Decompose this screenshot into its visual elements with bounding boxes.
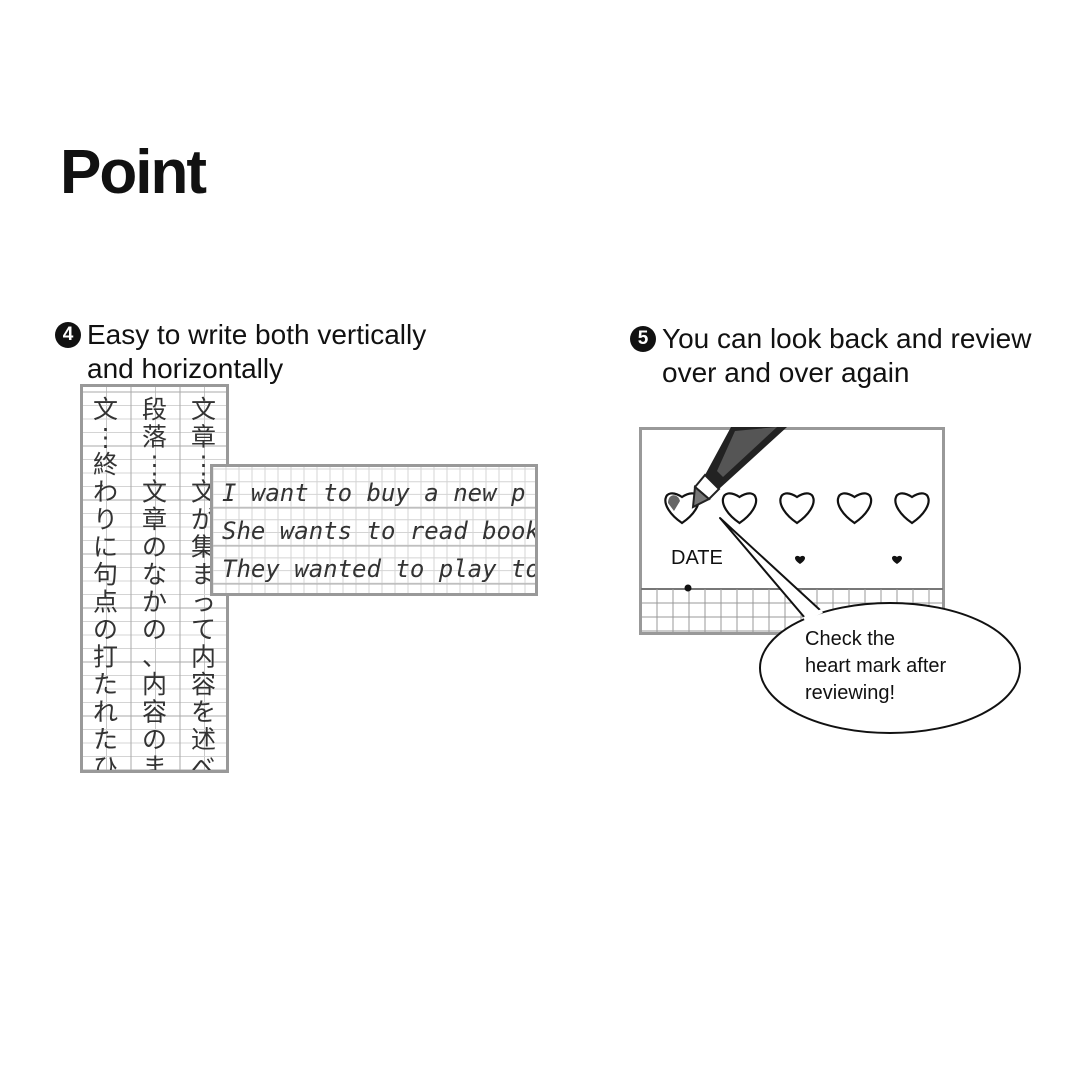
page-title: Point <box>60 138 207 207</box>
review-hearts <box>664 492 930 525</box>
vertical-char: れ <box>93 698 118 727</box>
point-4-text-line: Easy to write both vertically <box>87 319 427 350</box>
vertical-char: ⋮ <box>142 450 167 479</box>
vertical-char: て <box>191 615 216 644</box>
bubble-line: Check the <box>805 628 896 650</box>
heart-icon[interactable] <box>894 492 930 525</box>
vertical-char: た <box>93 725 118 754</box>
vertical-char: 文 <box>142 478 167 507</box>
bubble-line: heart mark after <box>805 655 947 677</box>
vertical-char: を <box>191 698 216 727</box>
date-label: DATE <box>671 547 723 569</box>
horizontal-writing-sample: I want to buy a new p She wants to read … <box>210 464 538 596</box>
point-4-heading: 4 Easy to write both vertically and hori… <box>55 318 475 386</box>
vertical-char: な <box>142 560 167 589</box>
speech-bubble <box>700 498 1030 738</box>
vertical-char: 文 <box>93 395 118 424</box>
small-heart-icon <box>892 555 902 564</box>
vertical-grid-svg: 文⋮終わりに句点の打たれたひ段落⋮文章のなかの、内容のま文章⋮文が集まって内容を… <box>80 384 230 774</box>
vertical-char: 終 <box>93 450 118 479</box>
vertical-char: 点 <box>93 588 118 617</box>
vertical-writing-sample: 文⋮終わりに句点の打たれたひ段落⋮文章のなかの、内容のま文章⋮文が集まって内容を… <box>80 384 230 774</box>
vertical-char: 句 <box>93 560 118 589</box>
point-4-text: Easy to write both vertically and horizo… <box>87 318 426 386</box>
vertical-char: の <box>142 725 167 754</box>
vertical-char: ⋮ <box>93 423 118 452</box>
horizontal-grid-lines <box>213 467 535 593</box>
vertical-char: 文 <box>191 395 216 424</box>
vertical-char: ま <box>142 753 167 775</box>
vertical-char: の <box>142 533 167 562</box>
vertical-char: 章 <box>142 505 167 534</box>
vertical-char: 容 <box>142 698 167 727</box>
vertical-char: 打 <box>93 643 118 672</box>
vertical-char: べ <box>191 753 216 775</box>
vertical-text: 文⋮終わりに句点の打たれたひ段落⋮文章のなかの、内容のま文章⋮文が集まって内容を… <box>93 395 216 775</box>
point-5-text-line: You can look back and review <box>662 323 1032 354</box>
vertical-char: 述 <box>191 725 216 754</box>
vertical-char: 、 <box>142 643 167 672</box>
point-5-heading: 5 You can look back and review over and … <box>630 322 1070 390</box>
heart-check-fill <box>668 495 680 511</box>
horizontal-grid-svg: I want to buy a new p She wants to read … <box>210 464 538 596</box>
point-5-number-badge: 5 <box>630 326 656 352</box>
horizontal-line-1: I want to buy a new p <box>222 479 525 507</box>
speech-bubble-text: Check the heart mark after reviewing! <box>805 626 995 707</box>
vertical-char: 落 <box>142 423 167 452</box>
dot-marker <box>684 584 692 592</box>
point-5-text: You can look back and review over and ov… <box>662 322 1031 390</box>
vertical-char: の <box>142 615 167 644</box>
speech-bubble-svg <box>719 517 1021 734</box>
horizontal-line-2: She wants to read books. <box>222 517 538 545</box>
heart-icon[interactable] <box>779 492 815 525</box>
vertical-char: り <box>93 505 118 534</box>
vertical-char: ひ <box>93 753 118 775</box>
vertical-char: か <box>142 588 167 617</box>
vertical-char: に <box>93 533 118 562</box>
heart-icon[interactable] <box>836 492 873 525</box>
vertical-char: わ <box>93 478 118 507</box>
vertical-char: た <box>93 670 118 699</box>
point-5-text-line: over and over again <box>662 357 910 388</box>
vertical-char: 内 <box>191 643 216 672</box>
vertical-char: 内 <box>142 670 167 699</box>
pen-icon <box>691 427 787 509</box>
point-4-number-badge: 4 <box>55 322 81 348</box>
horizontal-text: I want to buy a new p She wants to read … <box>222 479 538 583</box>
heart-icon[interactable] <box>721 492 758 525</box>
vertical-grid-lines <box>82 386 227 770</box>
horizontal-line-3: They wanted to play tog <box>222 555 538 583</box>
point-4-text-line: and horizontally <box>87 353 284 384</box>
bubble-line: reviewing! <box>805 682 896 704</box>
vertical-char: 段 <box>142 395 167 424</box>
vertical-char: の <box>93 615 118 644</box>
small-heart-icon <box>795 555 805 564</box>
vertical-char: 章 <box>191 423 216 452</box>
vertical-char: 容 <box>191 670 216 699</box>
